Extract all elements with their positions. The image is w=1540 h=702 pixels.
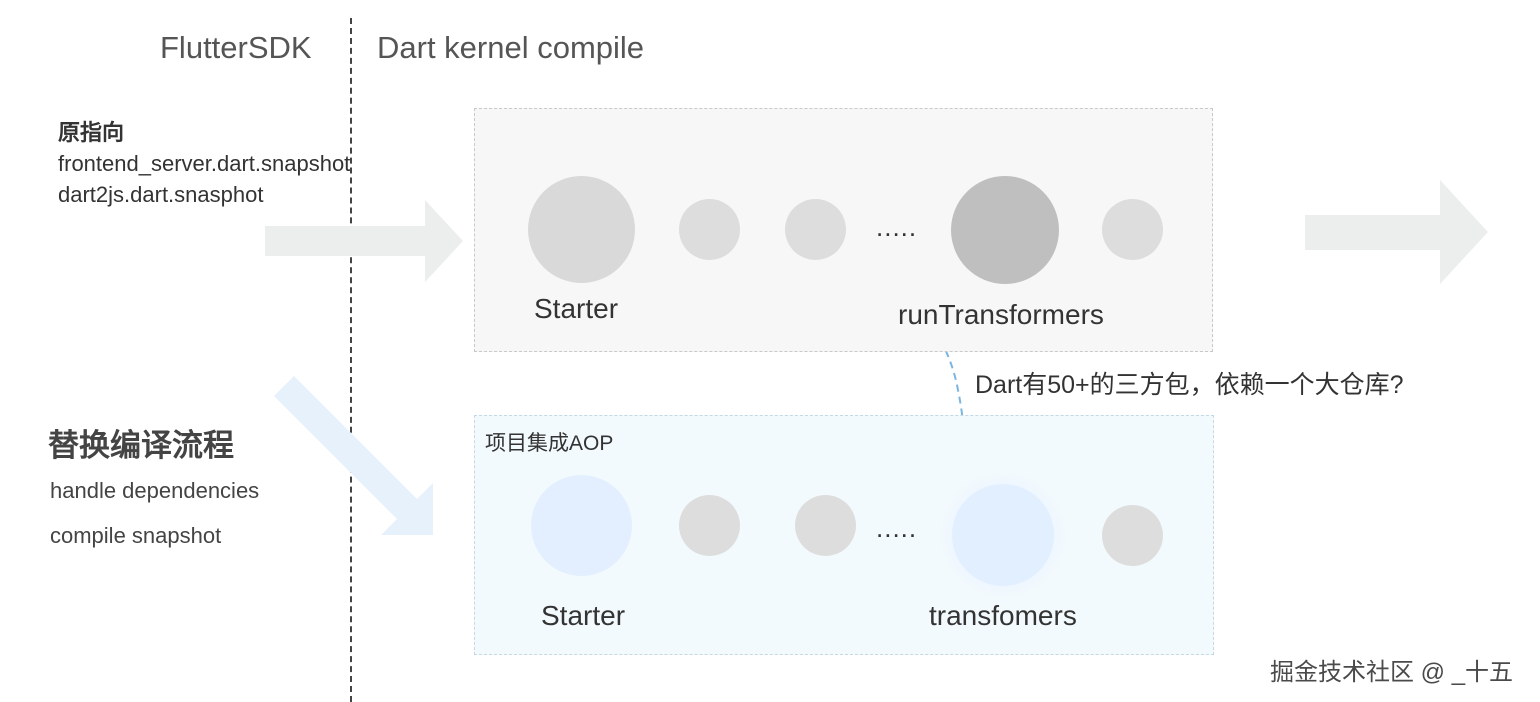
bottom-starter-label: Starter xyxy=(541,600,626,631)
output-arrow xyxy=(1305,180,1488,284)
top-ellipsis: ..... xyxy=(876,212,918,242)
top-transformer-label: runTransformers xyxy=(898,299,1104,330)
replace-title: 替换编译流程 xyxy=(48,428,234,463)
replace-line-dependencies: handle dependencies xyxy=(50,478,260,503)
top-node-3 xyxy=(785,199,846,260)
bottom-starter-node xyxy=(531,475,632,576)
aop-box-label: 项目集成AOP xyxy=(485,432,614,455)
dependency-question: Dart有50+的三方包，依赖一个大仓库? xyxy=(975,371,1404,399)
watermark: 掘金技术社区 @ _十五 xyxy=(1270,659,1514,686)
flutter-sdk-title: FlutterSDK xyxy=(160,30,312,65)
replace-arrow xyxy=(274,376,433,535)
origin-note: 原指向 frontend_server.dart.snapshot dart2j… xyxy=(58,117,350,210)
bottom-transformer-label: transfomers xyxy=(929,600,1077,631)
top-starter-node xyxy=(528,176,635,283)
top-transformer-node xyxy=(951,176,1059,284)
bottom-node-3 xyxy=(795,495,856,556)
top-node-last xyxy=(1102,199,1163,260)
top-node-2 xyxy=(679,199,740,260)
origin-line-dart2js: dart2js.dart.snasphot xyxy=(58,182,264,207)
bottom-ellipsis: ..... xyxy=(876,513,918,543)
replace-line-snapshot: compile snapshot xyxy=(50,523,222,548)
bottom-transformer-node xyxy=(952,484,1054,586)
bottom-node-last xyxy=(1102,505,1163,566)
origin-line-frontend: frontend_server.dart.snapshot xyxy=(58,151,351,176)
dart-kernel-compile-title: Dart kernel compile xyxy=(377,30,645,65)
origin-head: 原指向 xyxy=(58,120,125,145)
bottom-node-2 xyxy=(679,495,740,556)
column-divider xyxy=(350,18,352,702)
input-arrow xyxy=(265,200,463,282)
top-starter-label: Starter xyxy=(534,293,619,324)
